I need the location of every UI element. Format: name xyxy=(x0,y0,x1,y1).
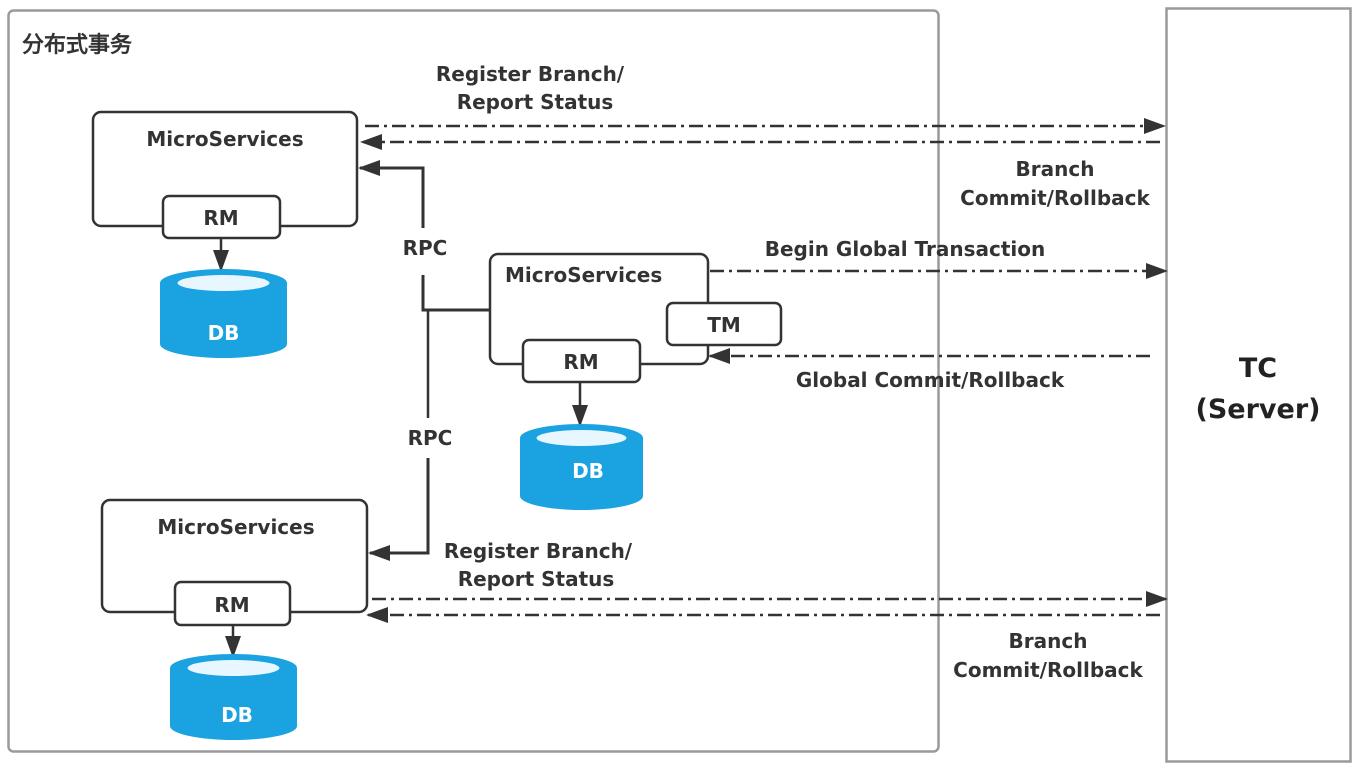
db-label: DB xyxy=(208,321,240,345)
db-cylinder[interactable]: DB xyxy=(520,424,643,511)
microservice-title: MicroServices xyxy=(146,127,303,151)
rm-label: RM xyxy=(203,206,238,230)
tm-box[interactable] xyxy=(665,301,783,347)
commit-rollback-label: Commit/Rollback xyxy=(960,186,1150,210)
top-register-arrows: Register Branch/ Report Status Branch Co… xyxy=(360,62,1166,210)
register-branch-label: Register Branch/ xyxy=(444,539,633,563)
rm-label: RM xyxy=(563,350,598,374)
bottom-register-arrows: Register Branch/ Report Status Branch Co… xyxy=(366,539,1168,682)
rm-label: RM xyxy=(214,593,249,617)
microservice-bottom[interactable]: MicroServices RM DB xyxy=(100,498,369,740)
distributed-transaction-group xyxy=(7,9,940,753)
report-status-label: Report Status xyxy=(458,567,615,591)
tc-title: TC xyxy=(1239,353,1277,384)
begin-global-transaction-label: Begin Global Transaction xyxy=(765,237,1046,261)
rpc-label: RPC xyxy=(403,236,448,260)
microservice-title: MicroServices xyxy=(505,263,662,287)
begin-global-transaction-arrow-group: Begin Global Transaction xyxy=(710,237,1168,279)
global-commit-rollback-label: Global Commit/Rollback xyxy=(796,368,1065,392)
tm-label: TM xyxy=(707,313,741,337)
microservice-middle[interactable]: MicroServices TM RM DB xyxy=(488,252,783,511)
group-title: 分布式事务 xyxy=(22,32,133,58)
db-label: DB xyxy=(572,459,604,483)
microservice-top[interactable]: MicroServices RM DB xyxy=(91,110,359,358)
rpc-connector-bottom: RPC xyxy=(368,310,453,561)
global-commit-rollback-arrow-group: Global Commit/Rollback xyxy=(708,348,1150,392)
rm-box[interactable] xyxy=(521,338,642,384)
db-label: DB xyxy=(221,703,253,727)
branch-label: Branch xyxy=(1009,629,1088,653)
microservice-title: MicroServices xyxy=(157,515,314,539)
commit-rollback-label: Commit/Rollback xyxy=(953,658,1143,682)
report-status-label: Report Status xyxy=(457,90,614,114)
rpc-connector-top: RPC xyxy=(358,160,490,312)
tc-server-box[interactable] xyxy=(1165,7,1352,763)
rpc-label: RPC xyxy=(408,426,453,450)
tc-subtitle: (Server) xyxy=(1196,394,1321,425)
db-cylinder[interactable]: DB xyxy=(170,654,297,740)
branch-label: Branch xyxy=(1016,157,1095,181)
register-branch-label: Register Branch/ xyxy=(436,62,625,86)
db-cylinder[interactable]: DB xyxy=(160,269,287,358)
